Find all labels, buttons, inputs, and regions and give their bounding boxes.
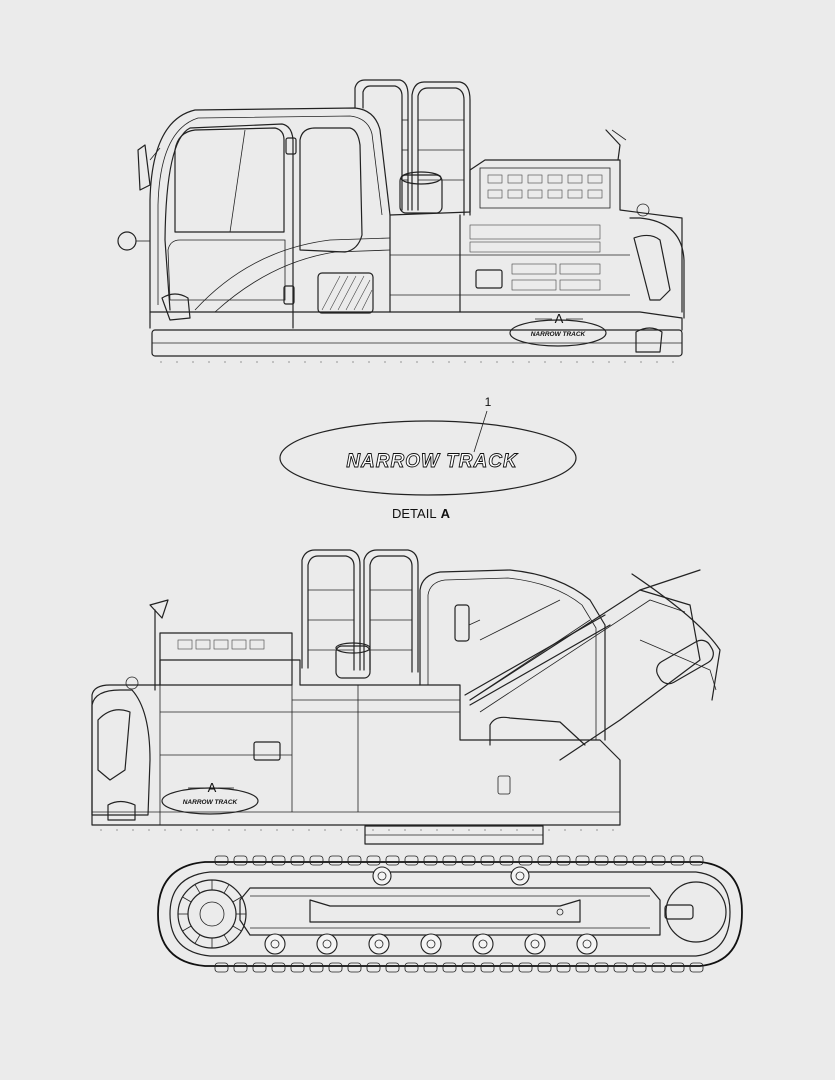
track-link [442,855,457,866]
track-roller-hub [374,939,384,949]
track-link [537,962,552,973]
track-roller-hub [530,939,540,949]
track-roller [368,933,390,955]
track-roller-hub [426,939,436,949]
top-decal-text: NARROW TRACK [531,331,587,338]
sprocket-tooth [223,884,230,894]
track-link [537,855,552,866]
track-link [480,855,495,866]
track-link [575,855,590,866]
track-roller [420,933,442,955]
track-roller [524,933,546,955]
track-link [309,855,324,866]
track-link [347,855,362,866]
track-link [499,962,514,973]
track-roller-hub [478,939,488,949]
detail-callout-bottom: A [208,780,217,795]
top-decal-location: NARROW TRACK A [509,311,607,347]
track-link [271,855,286,866]
track-roller [576,933,598,955]
bottom-decal-location: NARROW TRACK A [161,780,259,815]
track-link [651,962,666,973]
track-link [442,962,457,973]
track-link [423,855,438,866]
track-link [613,962,628,973]
track-roller-hub [582,939,592,949]
track-link [404,855,419,866]
detail-a: NARROW TRACK 1 DETAIL A [279,395,577,521]
track-link [366,855,381,866]
bottom-decal-text: NARROW TRACK [183,799,239,806]
track-link [366,962,381,973]
track-link [309,962,324,973]
track-roller-hub [270,939,280,949]
detail-callout-top: A [555,311,564,326]
track-link [594,962,609,973]
track-link [385,855,400,866]
track-link [499,855,514,866]
track-link [252,855,267,866]
track-link [233,962,248,973]
track-link [328,855,343,866]
track-link [594,855,609,866]
track-link [423,962,438,973]
undercarriage [157,825,743,973]
track-link [651,855,666,866]
track-link [575,962,590,973]
track-roller [316,933,338,955]
track-link [404,962,419,973]
track-link [347,962,362,973]
track-link [518,962,533,973]
track-roller-hub [322,939,332,949]
track-roller [264,933,286,955]
track-link [556,962,571,973]
track-link [518,855,533,866]
track-link [689,855,704,866]
excavator-left-side-view [117,79,685,363]
sprocket-tooth [232,925,242,932]
track-link [632,962,647,973]
detail-caption-prefix: DETAIL [392,506,437,521]
track-link [556,855,571,866]
sprocket-tooth [194,884,201,894]
sprocket-tooth [182,896,192,903]
track-link [290,962,305,973]
track-link [252,962,267,973]
track-link [461,962,476,973]
detail-caption-letter: A [441,506,451,521]
track-link [461,855,476,866]
track-link [328,962,343,973]
excavator-right-side-view [91,549,721,831]
sprocket-tooth [223,934,230,944]
track-link [290,855,305,866]
sprocket-tooth [182,925,192,932]
sprocket-tooth [194,934,201,944]
track-link [385,962,400,973]
track-link [214,962,229,973]
track-link [632,855,647,866]
track-link [670,962,685,973]
track-link [689,962,704,973]
track-link [233,855,248,866]
track-link [214,855,229,866]
detail-decal-text: NARROW TRACK [346,451,518,472]
track-link [271,962,286,973]
track-link [480,962,495,973]
sprocket-tooth [232,896,242,903]
track-link [670,855,685,866]
track-roller [472,933,494,955]
track-link [613,855,628,866]
item-number-callout: 1 [485,395,492,409]
